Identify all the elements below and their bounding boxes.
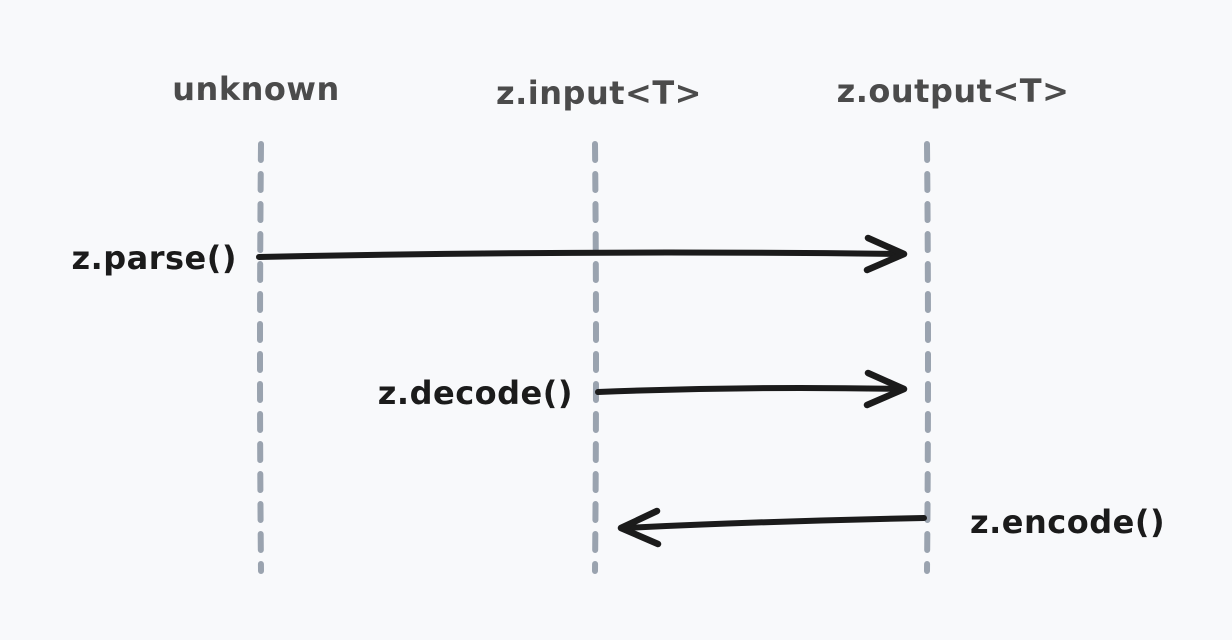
arrow-encode [617, 507, 927, 548]
lifeline-label-output: z.output<T> [837, 72, 1070, 110]
arrow-encode-line [621, 515, 927, 531]
lifeline-input [592, 141, 599, 574]
arrow-decode-line [595, 385, 904, 395]
message-label-decode: z.decode() [378, 374, 573, 412]
arrow-decode [595, 369, 908, 409]
arrow-parse-head [863, 234, 908, 274]
message-label-parse: z.parse() [71, 239, 237, 277]
lifeline-unknown [257, 141, 264, 574]
arrow-parse [256, 234, 908, 274]
lifeline-label-unknown: unknown [172, 70, 339, 108]
message-label-encode: z.encode() [970, 503, 1165, 541]
lifeline-label-input: z.input<T> [496, 74, 702, 112]
arrow-parse-line [256, 249, 904, 260]
arrow-encode-head [617, 507, 662, 548]
arrow-decode-head [863, 369, 908, 409]
lifeline-output [924, 141, 931, 574]
